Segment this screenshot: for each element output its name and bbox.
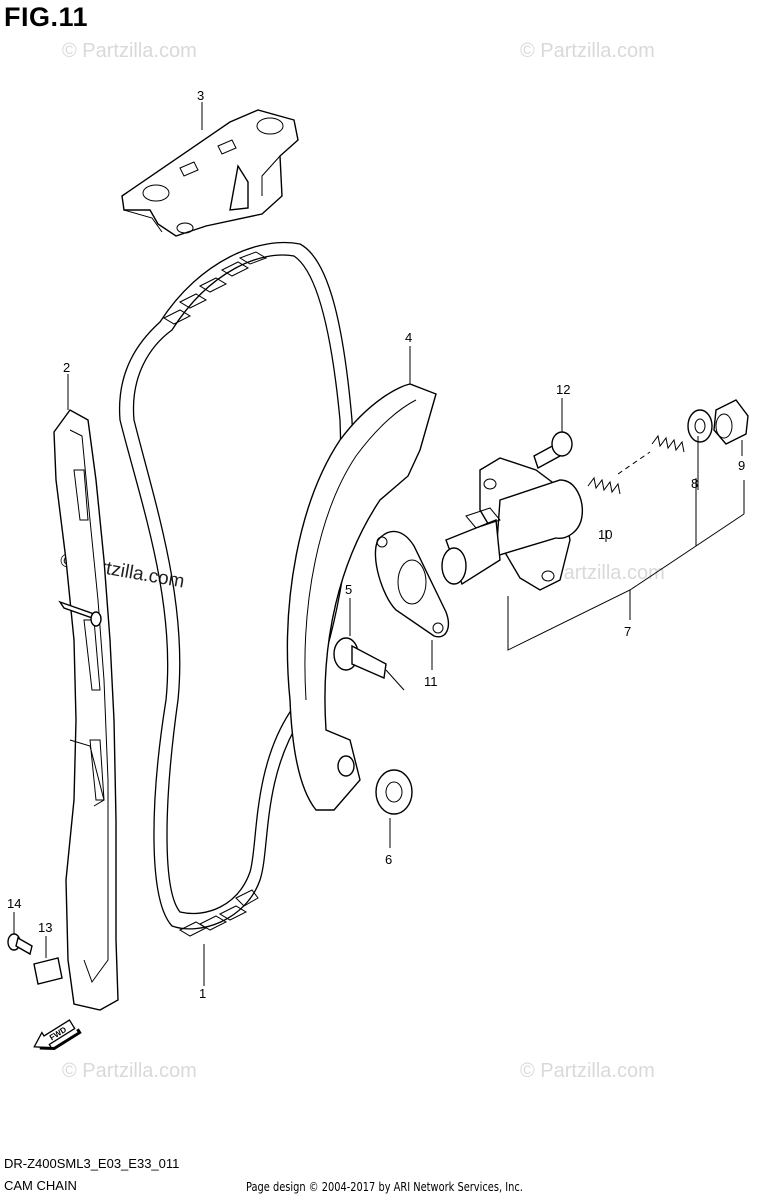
callout-14[interactable]: 14 (7, 896, 22, 911)
part-8-washer[interactable] (687, 409, 713, 443)
callout-11[interactable]: 11 (424, 674, 438, 689)
callout-12[interactable]: 12 (556, 382, 571, 397)
model-code: DR-Z400SML3_E03_E33_011 (4, 1156, 180, 1171)
callout-10[interactable]: 10 (598, 527, 613, 542)
part-14-screw[interactable] (7, 912, 33, 956)
callout-2[interactable]: 2 (63, 360, 71, 375)
callout-6[interactable]: 6 (385, 852, 393, 867)
callout-1[interactable]: 1 (199, 986, 207, 1001)
part-1-cam-chain[interactable] (118, 241, 354, 986)
section-name: CAM CHAIN (4, 1178, 77, 1193)
part-9-plug-bolt[interactable] (713, 399, 749, 456)
callout-8[interactable]: 8 (691, 476, 699, 491)
watermark: © Partzilla.com (520, 40, 655, 62)
watermark: © Partzilla.com (62, 40, 197, 62)
part-2-chain-guide[interactable] (53, 409, 119, 1011)
callout-5[interactable]: 5 (345, 582, 353, 597)
part-10-spring[interactable] (587, 434, 685, 495)
part-13-plate[interactable] (33, 936, 63, 985)
callout-13[interactable]: 13 (38, 920, 53, 935)
callout-3[interactable]: 3 (197, 88, 205, 103)
callout-9[interactable]: 9 (738, 458, 746, 473)
callout-4[interactable]: 4 (405, 330, 413, 345)
part-12-bolt[interactable] (533, 398, 573, 470)
watermark: © Partzilla.com (520, 1060, 655, 1082)
copyright-notice: Page design © 2004-2017 by ARI Network S… (246, 1180, 523, 1194)
part-4-tensioner-guide[interactable] (286, 383, 437, 811)
part-7-tensioner-assembly[interactable] (441, 457, 745, 651)
part-6-washer[interactable] (375, 769, 413, 848)
figure-title: FIG.11 (4, 2, 89, 32)
fwd-arrow: FWD (33, 1019, 82, 1050)
callout-7[interactable]: 7 (624, 624, 632, 639)
part-11-gasket[interactable] (374, 530, 450, 670)
part-5-bolt[interactable] (333, 598, 405, 691)
watermark: © Partzilla.com (62, 1060, 197, 1082)
part-3-guide-plate[interactable] (121, 109, 299, 237)
